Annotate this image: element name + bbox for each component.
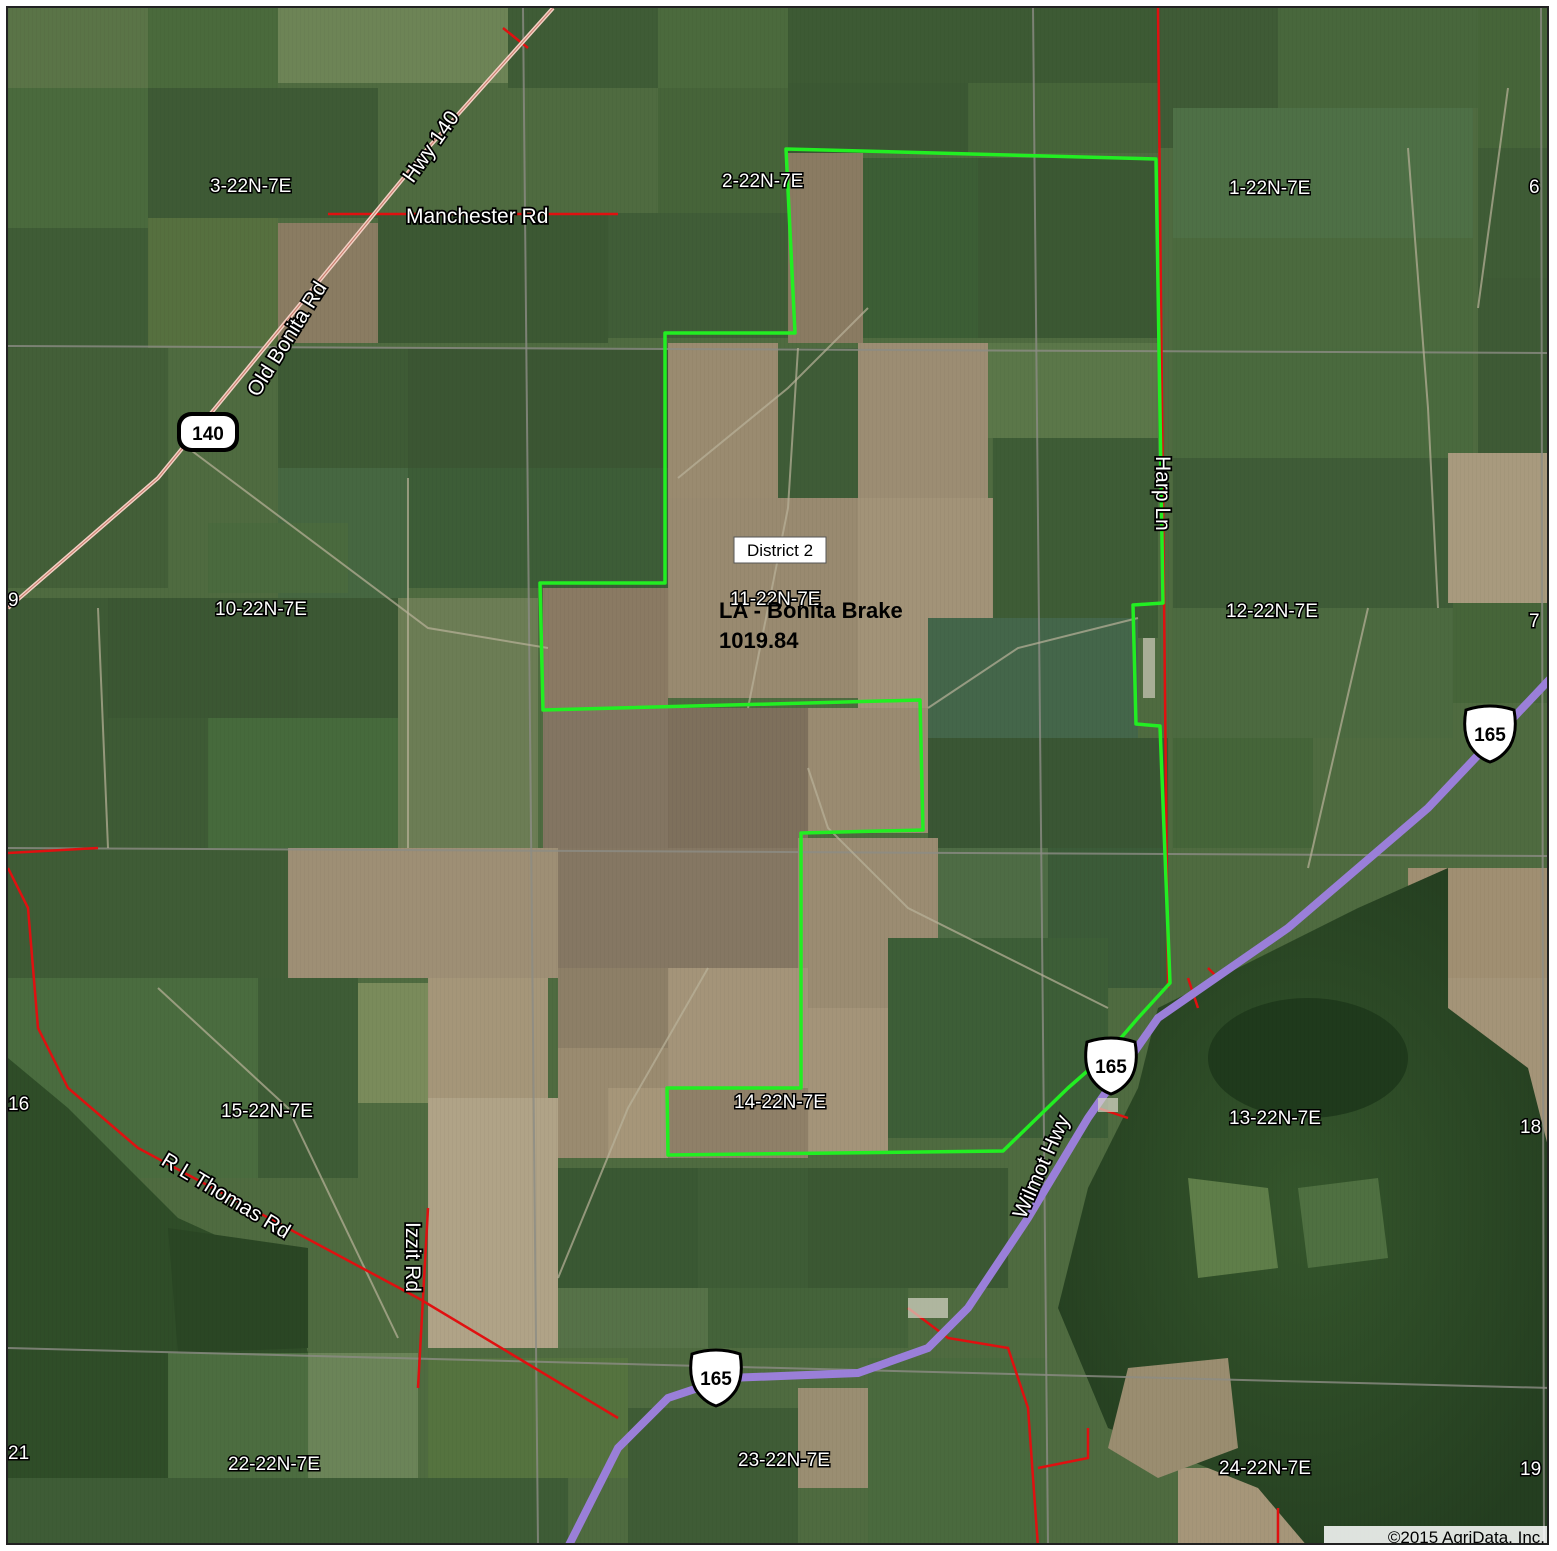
aerial-map[interactable]: 3-22N-7E 2-22N-7E 1-22N-7E 10-22N-7E 11-… [6, 6, 1549, 1545]
section-label: 3-22N-7E [210, 176, 291, 197]
edge-number: 19 [1520, 1459, 1541, 1480]
state-shield-140[interactable]: 140 [177, 412, 239, 452]
property-boundary[interactable] [538, 147, 1172, 1157]
farmstead [908, 638, 1155, 1318]
road-label-izzit[interactable]: Izzit Rd [399, 1220, 426, 1294]
field-texture [8, 8, 1547, 1543]
state-shield-number: 140 [192, 424, 224, 445]
us-165-highway [565, 676, 1547, 1543]
section-label: 1-22N-7E [1229, 178, 1310, 199]
property-name: LA - Bonita Brake [719, 598, 903, 623]
us-shield-165-center[interactable]: 165 [1084, 1036, 1138, 1096]
us-shield-165-east[interactable]: 165 [1463, 704, 1517, 764]
edge-number: 6 [1529, 177, 1540, 198]
edge-number: 16 [8, 1094, 29, 1115]
us-shield-number: 165 [1474, 725, 1506, 746]
section-label: 10-22N-7E [215, 599, 307, 620]
edge-number: 18 [1520, 1117, 1541, 1138]
section-label: 23-22N-7E [738, 1450, 830, 1471]
edge-number: 9 [8, 590, 19, 611]
section-label: 13-22N-7E [1229, 1108, 1321, 1129]
district-label: District 2 [733, 536, 827, 564]
us-shield-165-south[interactable]: 165 [689, 1348, 743, 1408]
copyright-text: ©2015 AgriData, Inc. [1388, 1528, 1545, 1545]
road-label-manchester[interactable]: Manchester Rd [404, 203, 550, 230]
section-label: 11-22N-7E [730, 589, 820, 610]
copyright-notice: ©2015 AgriData, Inc. [1324, 1526, 1547, 1545]
map-canvas[interactable]: 3-22N-7E 2-22N-7E 1-22N-7E 10-22N-7E 11-… [8, 8, 1549, 1545]
district-text: District 2 [747, 541, 813, 560]
section-label: 24-22N-7E [1219, 1458, 1311, 1479]
property-acres: 1019.84 [719, 628, 799, 653]
farm-roads [97, 87, 1509, 1339]
property-label[interactable]: LA - Bonita Brake 1019.84 [719, 598, 903, 653]
edge-number: 7 [1529, 611, 1540, 632]
section-label: 22-22N-7E [228, 1454, 320, 1475]
section-label: 12-22N-7E [1226, 601, 1318, 622]
section-labels: 3-22N-7E 2-22N-7E 1-22N-7E 10-22N-7E 11-… [209, 170, 1323, 1481]
edge-number: 21 [8, 1443, 29, 1464]
edge-section-numbers: 6 9 7 16 18 21 19 [8, 176, 1543, 1482]
us-shield-number: 165 [1095, 1057, 1127, 1078]
road-label-harp[interactable]: Harp Ln [1149, 454, 1176, 532]
us-shield-number: 165 [700, 1369, 732, 1390]
section-label: 14-22N-7E [734, 1092, 826, 1113]
section-label: 2-22N-7E [722, 171, 803, 192]
section-label: 15-22N-7E [221, 1101, 313, 1122]
